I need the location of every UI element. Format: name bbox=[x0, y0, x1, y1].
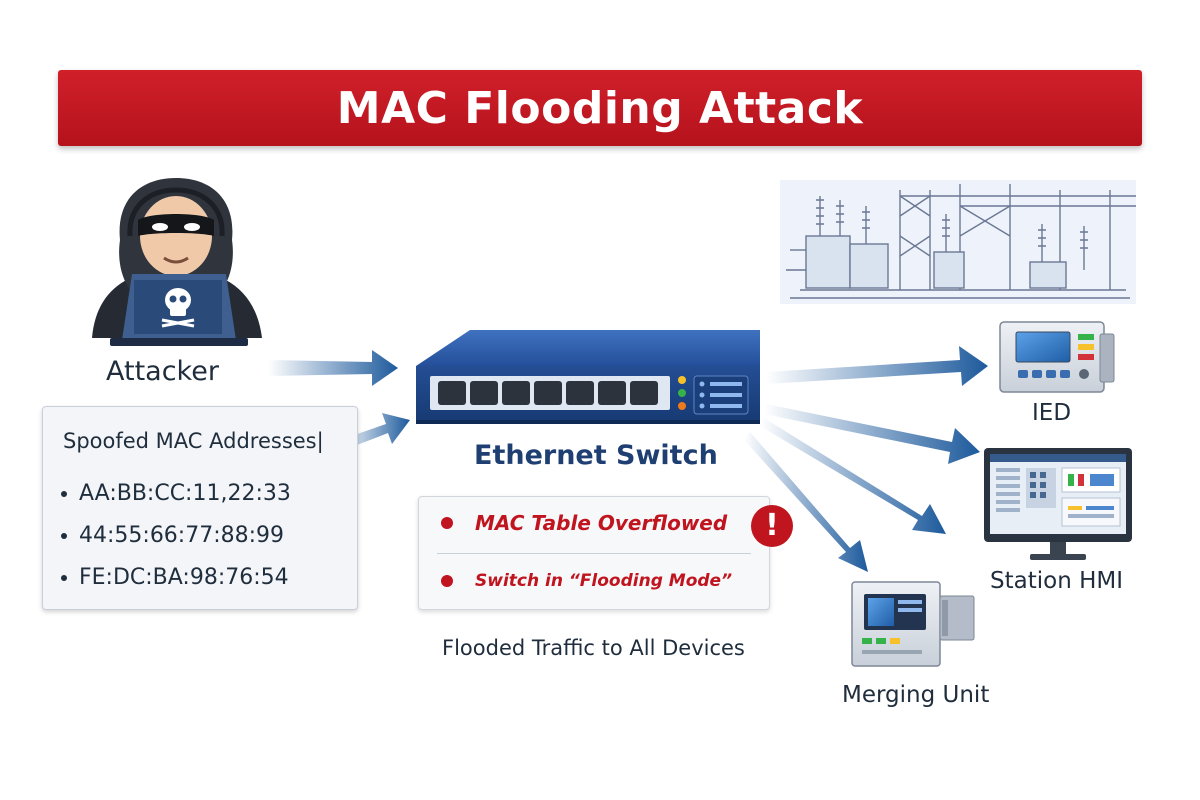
bullet-icon bbox=[441, 575, 453, 587]
divider bbox=[437, 553, 751, 554]
bullet-icon bbox=[61, 533, 67, 539]
station-hmi-monitor bbox=[984, 448, 1132, 560]
substation-illustration bbox=[780, 180, 1136, 304]
list-item: AA:BB:CC:11,22:33 bbox=[61, 473, 291, 515]
switch-label: Ethernet Switch bbox=[474, 440, 718, 471]
list-item: 44:55:66:77:88:99 bbox=[61, 515, 291, 557]
alert-text: Switch in “Flooding Mode” bbox=[475, 571, 733, 591]
list-item: FE:DC:BA:98:76:54 bbox=[61, 557, 291, 599]
attacker-label: Attacker bbox=[106, 356, 219, 387]
skull-icon bbox=[161, 288, 195, 328]
spoofed-mac-list: AA:BB:CC:11,22:33 44:55:66:77:88:99 FE:D… bbox=[61, 473, 291, 599]
title-banner: MAC Flooding Attack bbox=[58, 70, 1142, 146]
alert-flooding-mode: Switch in “Flooding Mode” bbox=[441, 571, 732, 591]
merging-unit-label: Merging Unit bbox=[842, 682, 990, 708]
bullet-icon bbox=[441, 517, 453, 529]
mac-address: 44:55:66:77:88:99 bbox=[79, 523, 285, 548]
ethernet-switch-device bbox=[416, 330, 760, 424]
flood-arrow-ied bbox=[766, 346, 988, 386]
flood-arrow-hmi bbox=[764, 404, 980, 464]
flood-caption: Flooded Traffic to All Devices bbox=[442, 636, 745, 660]
attack-arrow-top bbox=[268, 350, 398, 386]
flood-arrow-hmi-lower bbox=[760, 418, 946, 534]
bullet-icon bbox=[61, 491, 67, 497]
ied-label: IED bbox=[1032, 400, 1072, 426]
alert-table-overflow: MAC Table Overflowed bbox=[441, 511, 727, 535]
alert-text: MAC Table Overflowed bbox=[475, 511, 728, 535]
spoofed-mac-panel: Spoofed MAC Addresses| AA:BB:CC:11,22:33… bbox=[42, 406, 358, 610]
ied-device bbox=[999, 321, 1115, 393]
bullet-icon bbox=[61, 575, 67, 581]
page-title: MAC Flooding Attack bbox=[336, 82, 864, 134]
flood-arrow-merging-unit bbox=[744, 432, 868, 572]
mac-address: FE:DC:BA:98:76:54 bbox=[79, 565, 289, 590]
warning-icon: ! bbox=[751, 505, 793, 547]
spoofed-mac-title: Spoofed MAC Addresses| bbox=[63, 429, 324, 453]
merging-unit-device bbox=[851, 581, 975, 667]
switch-alert-panel: MAC Table Overflowed ! Switch in “Floodi… bbox=[418, 496, 793, 610]
mac-address: AA:BB:CC:11,22:33 bbox=[79, 481, 291, 506]
station-hmi-label: Station HMI bbox=[990, 568, 1124, 594]
